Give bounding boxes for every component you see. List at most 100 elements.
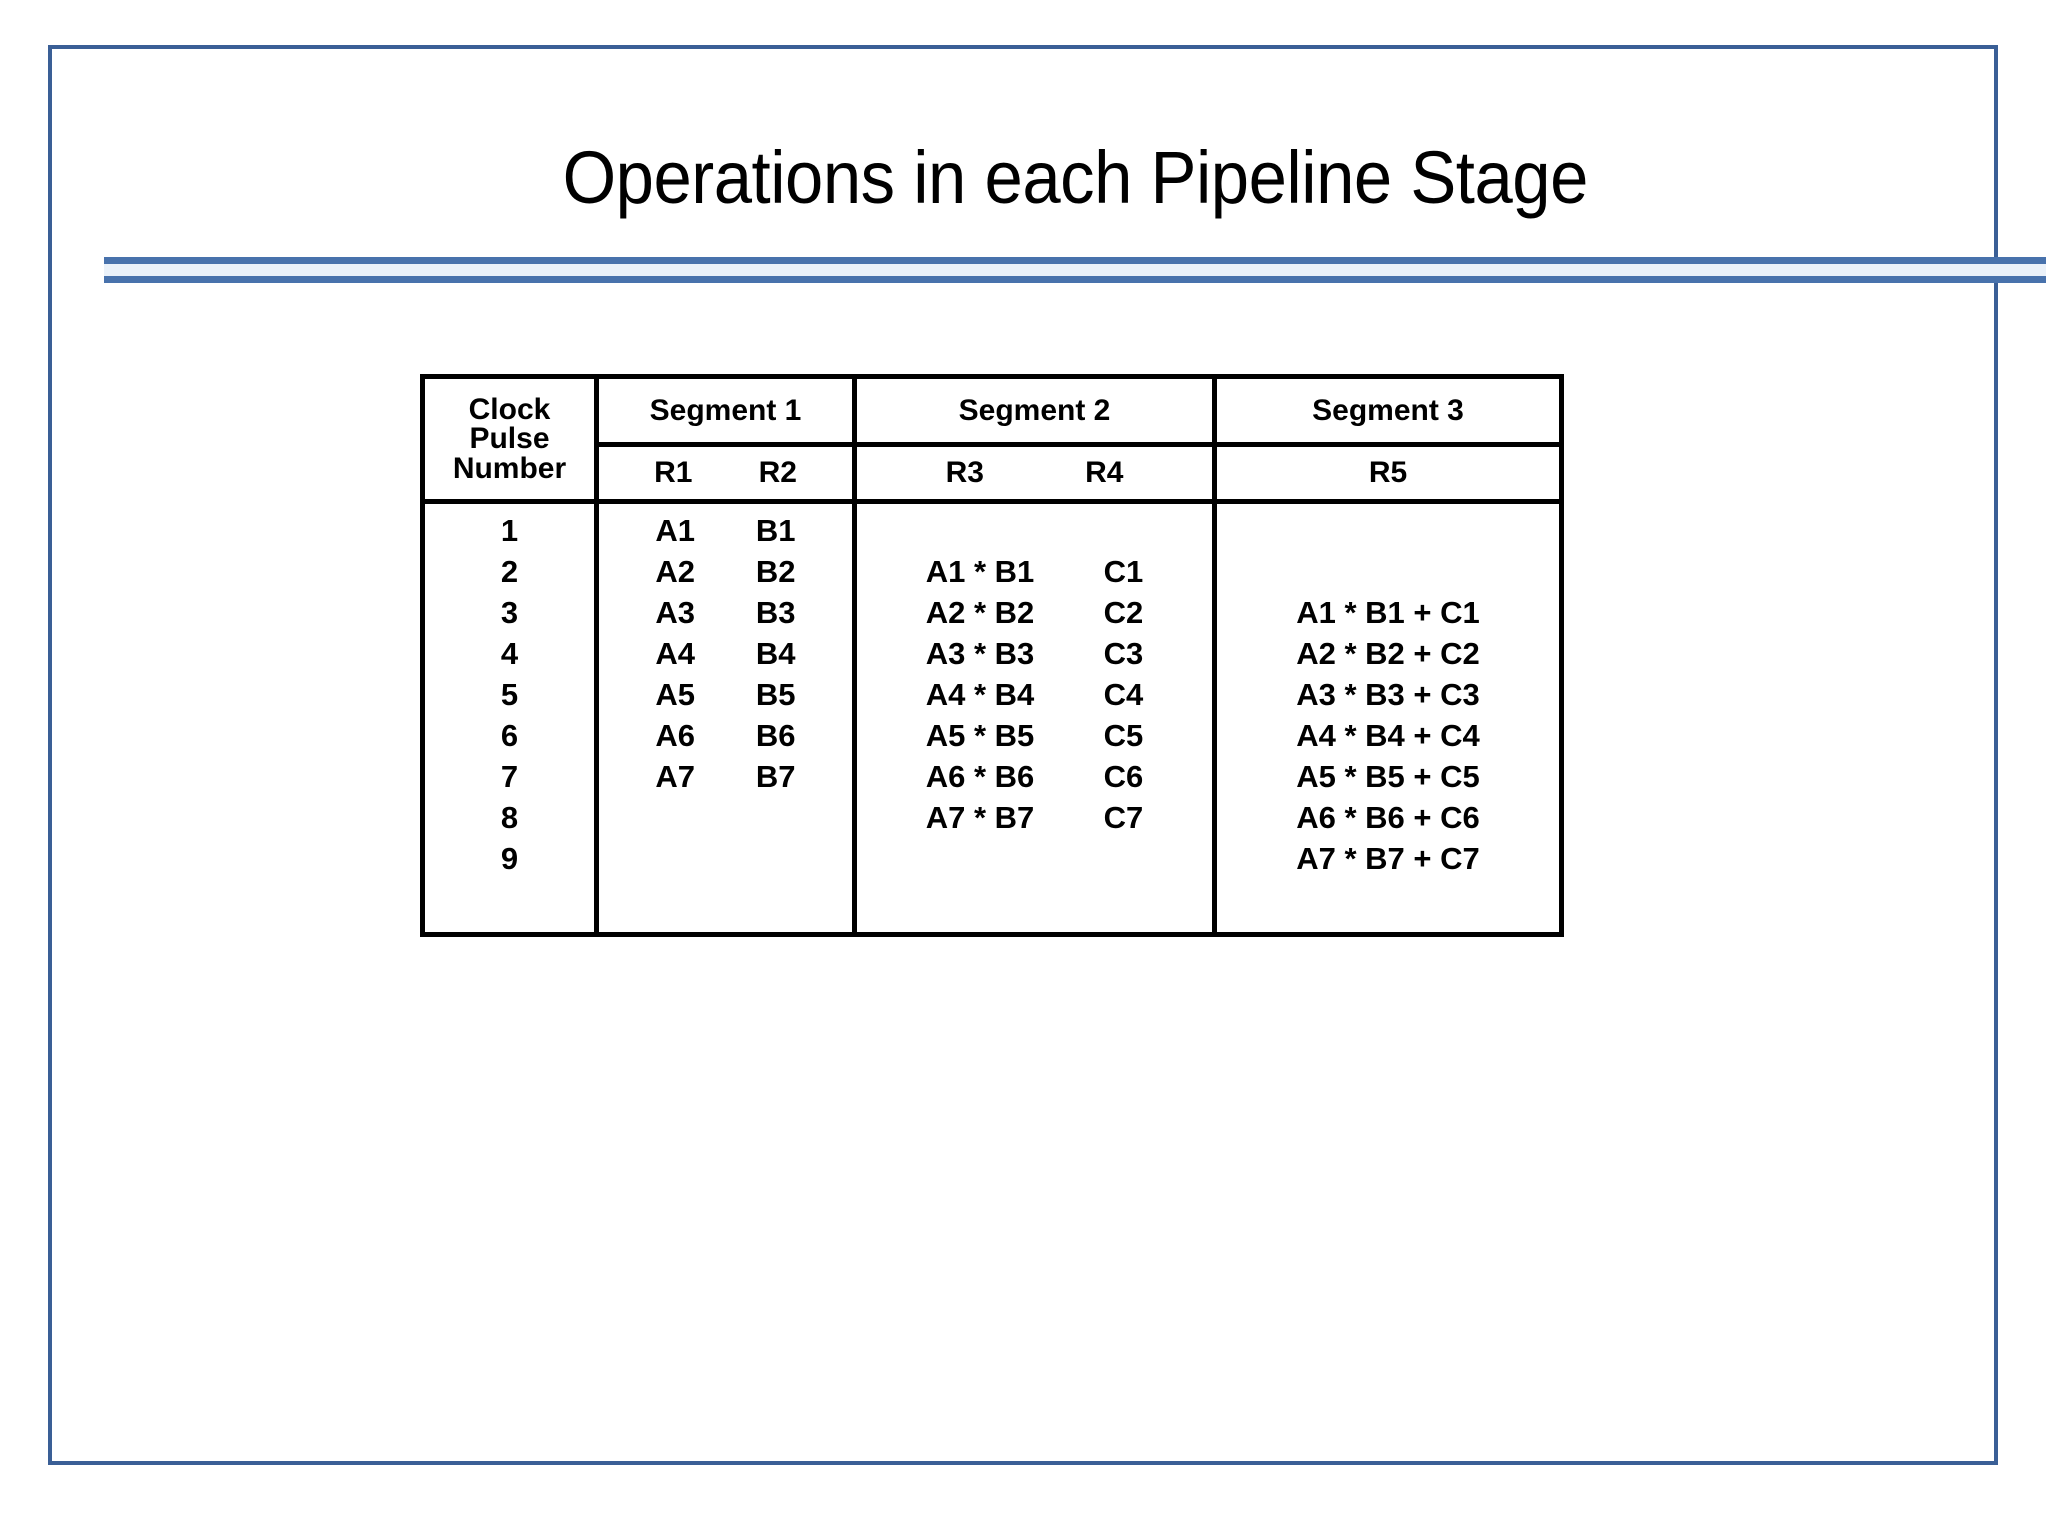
table-row: A7 * B7 C7 [857, 797, 1212, 838]
clock-number: 1 [500, 513, 519, 548]
table-row: 4 [425, 633, 594, 674]
table-row: A4 * B4 + C4 [1217, 715, 1559, 756]
clock-header-line-3: Number [452, 451, 567, 485]
cell-r4: C6 [1103, 759, 1144, 794]
table-subheader-rule [594, 442, 1559, 447]
title-divider [104, 257, 2046, 287]
table-row: A3 B3 [599, 592, 852, 633]
clock-header-line-1: Clock [468, 393, 551, 427]
register-label-r5: R5 [1368, 456, 1408, 489]
table-column-rule-3 [1212, 379, 1217, 932]
cell-r3: A3 * B3 [925, 636, 1035, 671]
clock-number: 4 [500, 636, 519, 671]
clock-header-line-2: Pulse [469, 422, 550, 456]
table-row: A1 * B1 + C1 [1217, 592, 1559, 633]
table-row: A6 * B6 + C6 [1217, 797, 1559, 838]
cell-r4: C5 [1103, 718, 1144, 753]
slide-title-area: Operations in each Pipeline Stage [104, 98, 2046, 256]
divider-line-top [104, 257, 2046, 264]
cell-r5: A1 * B1 + C1 [1296, 595, 1480, 630]
clock-number: 2 [500, 554, 519, 589]
divider-gap [104, 264, 2046, 276]
table-column-rule-2 [852, 379, 857, 932]
cell-r1: A5 [655, 677, 696, 712]
cell-r2: B7 [755, 759, 796, 794]
clock-number: 6 [500, 718, 519, 753]
cell-r2: B2 [755, 554, 796, 589]
cell-r1: A4 [655, 636, 696, 671]
column-header-segment-1: Segment 1 [649, 393, 802, 427]
column-header-segment-2: Segment 2 [958, 393, 1111, 427]
clock-number: 5 [500, 677, 519, 712]
clock-number: 7 [500, 759, 519, 794]
table-row: A7 * B7 + C7 [1217, 838, 1559, 879]
cell-r1: A3 [655, 595, 696, 630]
subheader-segment-1-registers: R1 R2 [599, 447, 852, 499]
table-row: 1 [425, 510, 594, 551]
register-label-r4: R4 [1085, 456, 1124, 489]
column-body-segment-3: A1 * B1 + C1 A2 * B2 + C2 A3 * B3 + C3 A… [1217, 504, 1559, 932]
cell-r4: C1 [1103, 554, 1144, 589]
clock-number: 9 [500, 841, 519, 876]
cell-r5: A3 * B3 + C3 [1296, 677, 1480, 712]
table-row: A5 * B5 C5 [857, 715, 1212, 756]
table-row: A2 * B2 + C2 [1217, 633, 1559, 674]
cell-r5: A4 * B4 + C4 [1296, 718, 1480, 753]
table-row: 3 [425, 592, 594, 633]
page-title: Operations in each Pipeline Stage [562, 135, 1588, 219]
table-row: A2 * B2 C2 [857, 592, 1212, 633]
cell-r3: A5 * B5 [925, 718, 1035, 753]
pipeline-stage-table: Clock Pulse Number Segment 1 Segment 2 S… [420, 374, 1564, 937]
table-row: A3 * B3 C3 [857, 633, 1212, 674]
cell-r1: A1 [655, 513, 696, 548]
table-column-rule-1 [594, 379, 599, 932]
subheader-segment-3-registers: R5 [1217, 447, 1559, 499]
cell-r5: A7 * B7 + C7 [1296, 841, 1480, 876]
column-header-clock-pulse-number: Clock Pulse Number [425, 379, 594, 499]
cell-r2: B1 [755, 513, 796, 548]
cell-r1: A2 [655, 554, 696, 589]
cell-r1: A6 [655, 718, 696, 753]
table-row: A1 * B1 C1 [857, 551, 1212, 592]
cell-r5: A2 * B2 + C2 [1296, 636, 1480, 671]
table-row: A2 B2 [599, 551, 852, 592]
table-row: 2 [425, 551, 594, 592]
table-row: 7 [425, 756, 594, 797]
table-row: A5 B5 [599, 674, 852, 715]
cell-r3: A1 * B1 [925, 554, 1035, 589]
table-row: A3 * B3 + C3 [1217, 674, 1559, 715]
cell-r3: A4 * B4 [925, 677, 1035, 712]
clock-number: 3 [500, 595, 519, 630]
register-label-r1: R1 [654, 456, 693, 489]
cell-r4: C2 [1103, 595, 1144, 630]
table-row: 5 [425, 674, 594, 715]
column-body-clock-pulse-number: 1 2 3 4 5 6 7 8 9 [425, 504, 594, 932]
register-label-r3: R3 [945, 456, 984, 489]
cell-r2: B5 [755, 677, 796, 712]
clock-number: 8 [500, 800, 519, 835]
subheader-segment-2-registers: R3 R4 [857, 447, 1212, 499]
table-row: A5 * B5 + C5 [1217, 756, 1559, 797]
cell-r4: C7 [1103, 800, 1144, 835]
divider-line-bottom [104, 276, 2046, 283]
table-row: A7 B7 [599, 756, 852, 797]
table-row: A4 * B4 C4 [857, 674, 1212, 715]
cell-r4: C3 [1103, 636, 1144, 671]
table-row: A6 B6 [599, 715, 852, 756]
cell-r1: A7 [655, 759, 696, 794]
column-header-segment-3: Segment 3 [1312, 393, 1464, 427]
cell-r2: B3 [755, 595, 796, 630]
table-row: 8 [425, 797, 594, 838]
table-row: 6 [425, 715, 594, 756]
cell-r4: C4 [1103, 677, 1144, 712]
cell-r3: A7 * B7 [925, 800, 1035, 835]
table-header-body-rule [425, 499, 1559, 504]
table-row: A1 B1 [599, 510, 852, 551]
slide-frame: Operations in each Pipeline Stage Clock … [48, 45, 2046, 1465]
cell-r3: A2 * B2 [925, 595, 1035, 630]
cell-r2: B6 [755, 718, 796, 753]
